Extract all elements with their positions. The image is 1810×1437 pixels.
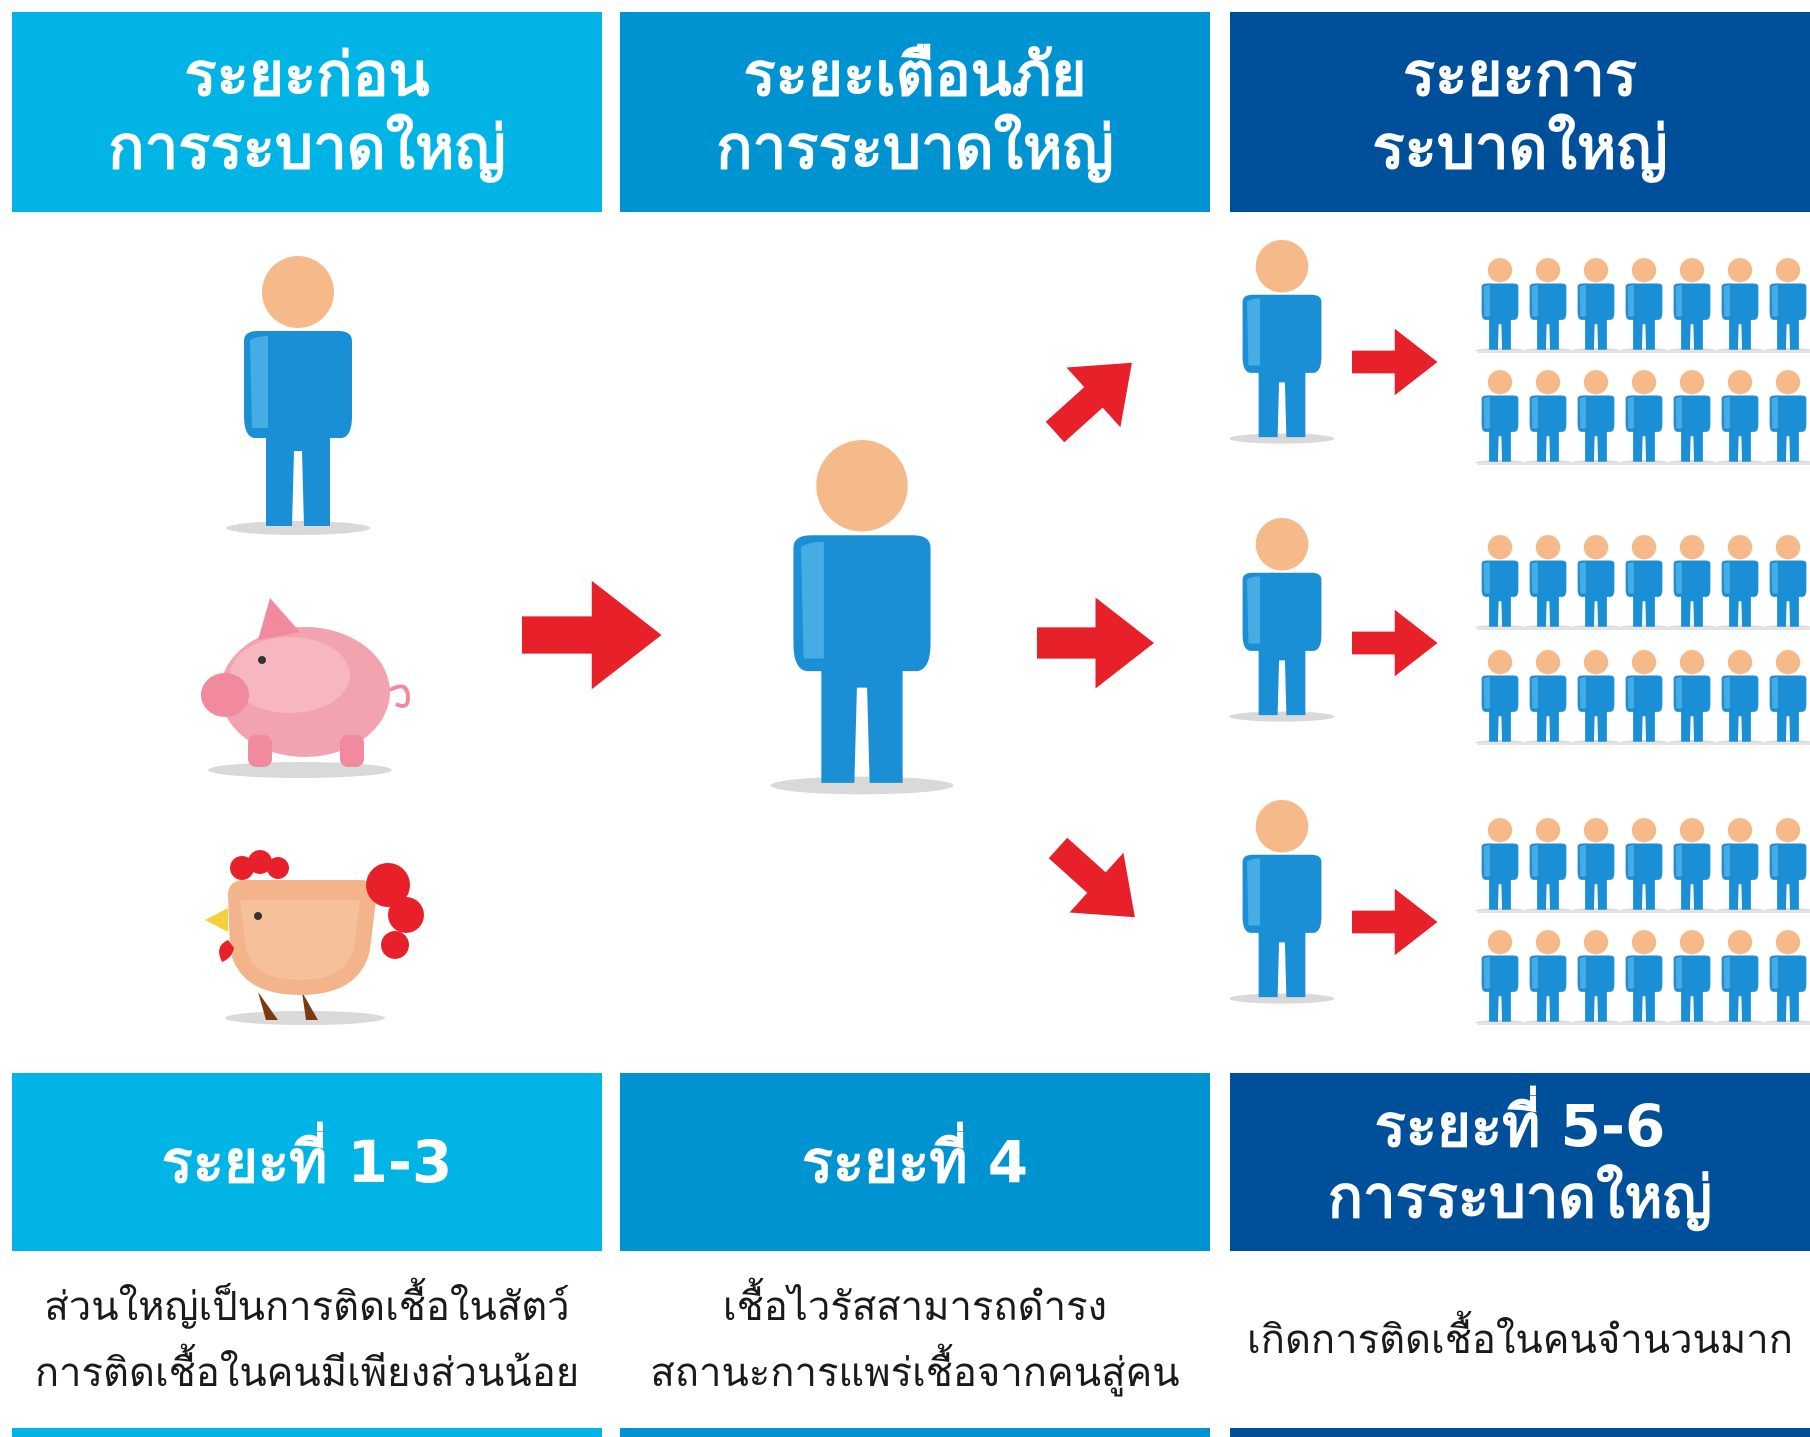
person-icon <box>1715 818 1765 913</box>
header-line: ระยะก่อน <box>184 39 430 110</box>
red-arrow-icon <box>1037 597 1154 689</box>
person-icon <box>1715 650 1765 745</box>
header-line: การระบาดใหญ่ <box>716 113 1114 183</box>
bottom-bar <box>1230 1428 1810 1437</box>
header-line: ระบาดใหญ่ <box>1372 113 1668 183</box>
person-icon <box>1523 258 1573 353</box>
red-arrow-icon <box>1352 328 1438 396</box>
person-icon <box>1763 650 1810 745</box>
person-icon <box>1229 518 1335 722</box>
person-icon <box>1523 535 1573 630</box>
crowd-shadow <box>1478 462 1810 465</box>
person-icon <box>1475 930 1525 1025</box>
person-icon <box>1619 535 1669 630</box>
person-icon <box>1763 258 1810 353</box>
red-arrow-icon <box>1028 332 1159 462</box>
description-line: ส่วนใหญ่เป็นการติดเชื้อในสัตว์ <box>44 1284 570 1330</box>
bottom-bar <box>620 1428 1210 1437</box>
person-icon <box>1619 650 1669 745</box>
person-icon <box>1229 240 1335 444</box>
description-line: การติดเชื้อในคนมีเพียงส่วนน้อย <box>34 1350 580 1396</box>
person-icon <box>1667 930 1717 1025</box>
header-line: การระบาดใหญ่ <box>108 113 506 183</box>
person-icon <box>1523 370 1573 465</box>
person-icon <box>1715 370 1765 465</box>
stage-line: ระยะที่ 1-3 <box>161 1127 453 1196</box>
bottom-bar <box>12 1428 602 1437</box>
header-line: ระยะเตือนภัย <box>743 39 1087 110</box>
description-line: เกิดการติดเชื้อในคนจำนวนมาก <box>1247 1317 1793 1363</box>
person-icon <box>1571 930 1621 1025</box>
person-icon <box>1523 930 1573 1025</box>
header-line: ระยะการ <box>1402 39 1638 110</box>
description-line: สถานะการแพร่เชื้อจากคนสู่คน <box>650 1350 1180 1396</box>
pig-icon <box>201 598 411 778</box>
stage-1-3: ระยะที่ 1-3 <box>12 1073 602 1251</box>
person-icon <box>1667 818 1717 913</box>
stage-line: ระยะที่ 5-6 <box>1374 1092 1666 1161</box>
red-arrow-icon <box>1031 818 1162 948</box>
header-pandemic: ระยะการ ระบาดใหญ่ <box>1230 12 1810 212</box>
red-arrow-icon <box>1352 609 1438 677</box>
person-icon <box>1571 370 1621 465</box>
person-icon <box>1667 258 1717 353</box>
person-icon <box>1715 258 1765 353</box>
person-icon <box>1571 650 1621 745</box>
header-pandemic-alert: ระยะเตือนภัย การระบาดใหญ่ <box>620 12 1210 212</box>
person-icon <box>1523 818 1573 913</box>
person-icon <box>1763 370 1810 465</box>
description-stage-1-3: ส่วนใหญ่เป็นการติดเชื้อในสัตว์ การติดเชื… <box>12 1264 602 1416</box>
person-icon <box>1619 818 1669 913</box>
person-icon <box>1475 370 1525 465</box>
pandemic-phases-illustration <box>201 240 1810 1025</box>
crowd-group <box>1475 258 1810 1025</box>
person-icon <box>1619 370 1669 465</box>
person-icon <box>1523 650 1573 745</box>
person-icon <box>1571 818 1621 913</box>
person-icon <box>1667 650 1717 745</box>
person-icon <box>1475 818 1525 913</box>
person-icon <box>1475 535 1525 630</box>
crowd-shadow <box>1478 910 1810 913</box>
stage-4: ระยะที่ 4 <box>620 1073 1210 1251</box>
header-pre-pandemic: ระยะก่อน การระบาดใหญ่ <box>12 12 602 212</box>
person-icon <box>1715 930 1765 1025</box>
description-line: เชื้อไวรัสสามารถดำรง <box>722 1284 1108 1330</box>
person-icon <box>1571 258 1621 353</box>
red-arrow-icon <box>1352 888 1438 956</box>
person-icon <box>1619 930 1669 1025</box>
person-icon <box>770 440 954 795</box>
person-icon <box>1619 258 1669 353</box>
person-icon <box>1667 535 1717 630</box>
person-icon <box>1763 818 1810 913</box>
crowd-shadow <box>1478 742 1810 745</box>
person-icon <box>1475 258 1525 353</box>
person-icon <box>1715 535 1765 630</box>
description-stage-4: เชื้อไวรัสสามารถดำรง สถานะการแพร่เชื้อจา… <box>620 1264 1210 1416</box>
stage-line: การระบาดใหญ่ <box>1327 1163 1713 1231</box>
person-icon <box>1763 930 1810 1025</box>
crowd-shadow <box>1478 1022 1810 1025</box>
person-icon <box>1229 800 1335 1004</box>
description-stage-5-6: เกิดการติดเชื้อในคนจำนวนมาก <box>1230 1264 1810 1416</box>
crowd-shadow <box>1478 350 1810 353</box>
crowd-shadow <box>1478 627 1810 630</box>
person-icon <box>1571 535 1621 630</box>
red-arrow-icon <box>522 580 662 690</box>
stage-line: ระยะที่ 4 <box>801 1127 1029 1196</box>
person-icon <box>1475 650 1525 745</box>
person-icon <box>1763 535 1810 630</box>
stage-5-6: ระยะที่ 5-6 การระบาดใหญ่ <box>1230 1073 1810 1251</box>
person-icon <box>226 256 370 535</box>
chicken-icon <box>205 850 424 1025</box>
person-icon <box>1667 370 1717 465</box>
